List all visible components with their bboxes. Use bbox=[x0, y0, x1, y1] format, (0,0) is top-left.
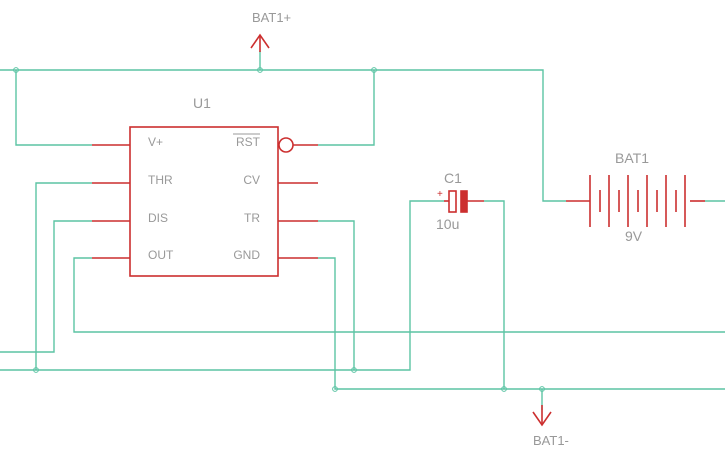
u1-body bbox=[129, 126, 279, 277]
u1-pin-label-out: OUT bbox=[148, 248, 174, 262]
junction-dot bbox=[371, 67, 377, 73]
junction-dot bbox=[501, 386, 507, 392]
wire-vcc-bus[interactable] bbox=[0, 69, 566, 202]
top-power-label: BAT1+ bbox=[252, 10, 291, 25]
bottom-power-symbol[interactable]: BAT1- bbox=[532, 405, 569, 448]
wire-gnd[interactable] bbox=[318, 257, 725, 390]
wire-tr[interactable] bbox=[318, 220, 355, 370]
u1-pin-label-vplus: V+ bbox=[148, 135, 163, 149]
wire-out[interactable] bbox=[73, 257, 725, 333]
c1-plate-negative bbox=[460, 190, 468, 213]
c1-polarity-mark: + bbox=[437, 189, 443, 200]
c1-value: 10u bbox=[436, 216, 459, 232]
junction-dot bbox=[332, 386, 338, 392]
c1-capacitor[interactable]: C1 + 10u bbox=[436, 170, 484, 232]
wire-c1-neg[interactable] bbox=[484, 200, 505, 389]
wire-rst[interactable] bbox=[318, 70, 375, 146]
u1-pin-label-rst: RST bbox=[236, 135, 261, 149]
u1-pin-label-thr: THR bbox=[148, 173, 173, 187]
u1-chip[interactable]: U1 V+ THR DIS OUT RST CV TR GND bbox=[92, 95, 318, 277]
u1-pin-label-cv: CV bbox=[243, 173, 260, 187]
junction-dot bbox=[539, 386, 545, 392]
arrow-down-icon bbox=[532, 411, 552, 427]
u1-pin-label-dis: DIS bbox=[148, 211, 168, 225]
wire-vplus[interactable] bbox=[15, 70, 92, 146]
u1-name: U1 bbox=[193, 95, 211, 111]
bat1-name: BAT1 bbox=[615, 150, 649, 166]
junction-dot bbox=[257, 67, 263, 73]
c1-name: C1 bbox=[444, 170, 462, 186]
c1-plate-positive bbox=[448, 190, 457, 213]
junctions bbox=[13, 67, 545, 392]
wire-dis[interactable] bbox=[0, 220, 92, 353]
junction-dot bbox=[33, 367, 39, 373]
wire-thr[interactable] bbox=[35, 182, 92, 370]
junction-dot bbox=[13, 67, 19, 73]
wires bbox=[0, 51, 725, 410]
top-power-symbol[interactable]: BAT1+ bbox=[250, 10, 291, 52]
wire-trigger-net[interactable] bbox=[0, 200, 444, 371]
junction-dot bbox=[351, 367, 357, 373]
bat1-battery[interactable]: BAT1 9V bbox=[566, 150, 705, 244]
u1-pin-label-tr: TR bbox=[244, 211, 260, 225]
u1-pin-label-gnd: GND bbox=[233, 248, 260, 262]
bat1-value: 9V bbox=[625, 228, 643, 244]
bottom-power-label: BAT1- bbox=[533, 433, 569, 448]
u1-rst-inversion-bubble bbox=[278, 137, 294, 153]
